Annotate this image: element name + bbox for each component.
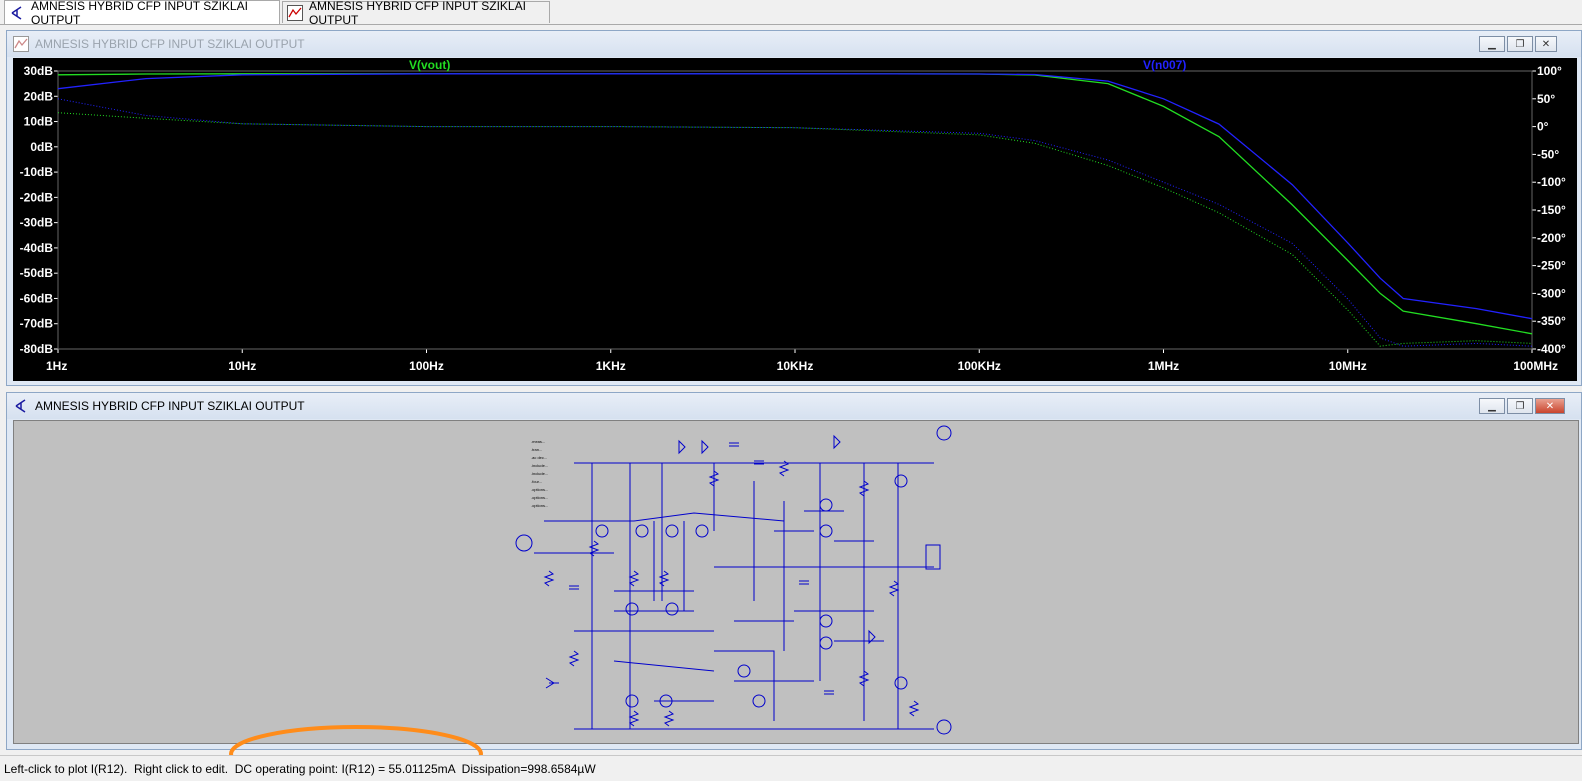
y-tick-label-right: -300°: [1537, 286, 1566, 300]
minimize-icon[interactable]: ▁: [1479, 36, 1505, 52]
x-tick-label: 1MHz: [1148, 359, 1179, 373]
svg-text:.tran...: .tran...: [531, 447, 542, 452]
y-tick-label-left: 10dB: [24, 115, 54, 129]
svg-text:.meas...: .meas...: [531, 439, 545, 444]
status-bar: Left-click to plot I(R12). Right click t…: [0, 755, 1582, 781]
x-tick-label: 10MHz: [1329, 359, 1367, 373]
x-tick-label: 10KHz: [777, 359, 814, 373]
svg-text:.options...: .options...: [531, 487, 548, 492]
plot-frame: [57, 70, 1533, 350]
y-tick-label-left: -10dB: [20, 165, 54, 179]
x-tick-label: 100MHz: [1513, 359, 1558, 373]
document-tab-bar: AMNESIS HYBRID CFP INPUT SZIKLAI OUTPUT …: [0, 0, 1582, 27]
svg-text:.ac dec...: .ac dec...: [531, 455, 547, 460]
bode-chart[interactable]: 30dB 20dB 10dB 0dB -10dB -20dB -30dB -40dB -50dB…: [13, 58, 1577, 381]
annotation-ellipse: [229, 725, 483, 781]
trace-label-vout[interactable]: V(vout): [409, 58, 450, 72]
minimize-icon[interactable]: ▁: [1479, 398, 1505, 414]
tab-label: AMNESIS HYBRID CFP INPUT SZIKLAI OUTPUT: [31, 0, 248, 27]
restore-icon[interactable]: ❐: [1507, 36, 1533, 52]
schematic-window-titlebar[interactable]: AMNESIS HYBRID CFP INPUT SZIKLAI OUTPUT …: [7, 393, 1581, 419]
x-tick-label: 100Hz: [409, 359, 444, 373]
schematic-icon: [13, 398, 29, 414]
window-controls: ▁ ❐ ✕: [1477, 398, 1565, 414]
y-tick-label-right: -50°: [1537, 147, 1559, 161]
restore-icon[interactable]: ❐: [1507, 398, 1533, 414]
y-tick-label-left: -30dB: [20, 216, 54, 230]
y-tick-label-left: 20dB: [24, 89, 54, 103]
y-tick-label-left: -20dB: [20, 190, 54, 204]
y-tick-label-left: -70dB: [20, 317, 54, 331]
phase-trace-vout[interactable]: [57, 112, 1533, 347]
window-title: AMNESIS HYBRID CFP INPUT SZIKLAI OUTPUT: [35, 37, 305, 51]
y-tick-label-right: -350°: [1537, 314, 1566, 328]
schematic-canvas[interactable]: .meas... .tran... .ac dec... .include...…: [13, 420, 1579, 744]
y-tick-label-right: 100°: [1537, 64, 1562, 78]
window-title: AMNESIS HYBRID CFP INPUT SZIKLAI OUTPUT: [35, 399, 305, 413]
y-tick-label-right: 50°: [1537, 92, 1555, 106]
wire: [654, 650, 814, 721]
tab-schematic[interactable]: AMNESIS HYBRID CFP INPUT SZIKLAI OUTPUT: [4, 0, 280, 27]
y-tick-label-left: -40dB: [20, 241, 54, 255]
y-tick-label-right: -200°: [1537, 231, 1566, 245]
y-tick-label-right: 0°: [1537, 120, 1549, 134]
schematic-window: AMNESIS HYBRID CFP INPUT SZIKLAI OUTPUT …: [6, 392, 1582, 750]
waveform-window: AMNESIS HYBRID CFP INPUT SZIKLAI OUTPUT …: [6, 30, 1582, 386]
svg-text:.options...: .options...: [531, 495, 548, 500]
wire: [591, 463, 899, 729]
y-tick-label-left: -80dB: [20, 342, 54, 356]
svg-text:.include...: .include...: [531, 463, 548, 468]
wire: [534, 512, 934, 672]
y-tick-label-right: -150°: [1537, 203, 1566, 217]
magnitude-trace-n007[interactable]: [57, 73, 1533, 320]
tab-waveform[interactable]: AMNESIS HYBRID CFP INPUT SZIKLAI OUTPUT: [282, 0, 550, 27]
trace-label-n007[interactable]: V(n007): [1143, 58, 1186, 72]
y-tick-label-right: -250°: [1537, 259, 1566, 273]
svg-text:.options...: .options...: [531, 503, 548, 508]
y-tick-label-left: 0dB: [30, 140, 53, 154]
y-tick-label-right: -400°: [1537, 342, 1566, 356]
close-icon[interactable]: ✕: [1535, 398, 1565, 414]
phase-trace-n007[interactable]: [57, 98, 1533, 347]
y-tick-label-left: -60dB: [20, 291, 54, 305]
y-tick-label-right: -100°: [1537, 175, 1566, 189]
svg-text:.four...: .four...: [531, 479, 542, 484]
waveform-icon: [287, 4, 303, 21]
schematic-icon: [9, 5, 25, 21]
window-controls: ▁ ❐ ✕: [1477, 36, 1557, 52]
x-tick-label: 10Hz: [228, 359, 256, 373]
svg-text:.include...: .include...: [531, 471, 548, 476]
x-tick-label: 100KHz: [958, 359, 1001, 373]
x-tick-label: 1KHz: [596, 359, 626, 373]
waveform-window-titlebar[interactable]: AMNESIS HYBRID CFP INPUT SZIKLAI OUTPUT …: [7, 31, 1581, 57]
waveform-plot[interactable]: 30dB 20dB 10dB 0dB -10dB -20dB -30dB -40dB -50dB…: [13, 58, 1577, 381]
schematic-drawing[interactable]: .meas... .tran... .ac dec... .include...…: [14, 421, 1578, 743]
tab-label: AMNESIS HYBRID CFP INPUT SZIKLAI OUTPUT: [309, 0, 526, 27]
close-icon[interactable]: ✕: [1535, 36, 1557, 52]
y-tick-label-left: 30dB: [24, 64, 54, 78]
y-tick-label-left: -50dB: [20, 266, 54, 280]
status-text: Left-click to plot I(R12). Right click t…: [4, 761, 596, 776]
waveform-icon: [13, 36, 29, 52]
x-tick-label: 1Hz: [46, 359, 67, 373]
